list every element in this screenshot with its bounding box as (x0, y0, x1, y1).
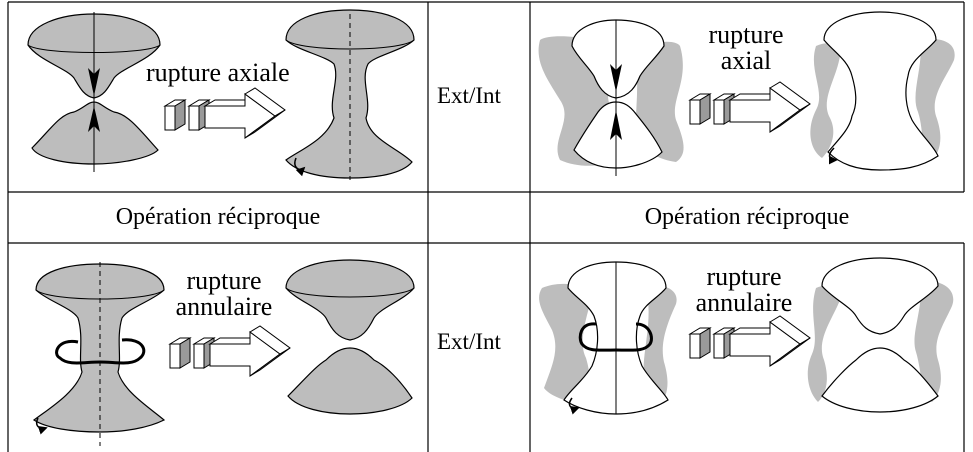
operation-label-line1: rupture (708, 20, 784, 49)
table-grid (7, 1, 965, 452)
exterior-right-blob (915, 38, 955, 160)
orientation-arrow-icon (294, 157, 306, 177)
transform-arrow-icon (688, 315, 811, 367)
interior-upper-shape (821, 257, 939, 335)
orientation-arrow-icon (568, 397, 580, 415)
orientation-arrow-icon (35, 417, 48, 435)
operation-label: rupture axiale (146, 58, 290, 87)
reciprocal-operation-label: Opération réciproque (115, 204, 321, 230)
ext-int-label: Ext/Int (437, 83, 501, 108)
connected-shape (32, 263, 166, 433)
exterior-right-blob (914, 281, 954, 402)
interior-connected-shape (823, 11, 939, 171)
panel-top-left (27, 9, 415, 180)
panel-bottom-left (32, 259, 415, 446)
connected-shape (285, 9, 415, 180)
operation-label-line2: axial (720, 46, 772, 75)
exterior-left-blob (807, 285, 841, 402)
operation-label-line2: annulaire (175, 292, 273, 321)
panel-top-right (538, 11, 955, 176)
arrow-down-icon (610, 64, 622, 92)
operation-label-line1: rupture (706, 262, 782, 291)
orientation-arrow-icon (828, 147, 838, 165)
interior-lower-shape (821, 347, 939, 413)
ext-int-label: Ext/Int (437, 329, 501, 354)
transform-arrow-icon (688, 81, 811, 133)
transform-arrow-icon (168, 325, 291, 377)
arrow-up-icon (610, 110, 622, 140)
arrow-down-icon (88, 68, 100, 96)
reciprocal-operation-label: Opération réciproque (644, 204, 850, 230)
exterior-left-blob (810, 43, 840, 159)
panel-bottom-right (539, 257, 954, 415)
ring-icon (55, 338, 146, 365)
exterior-left-blob (539, 283, 592, 404)
operation-label-line1: rupture (186, 266, 262, 295)
split-upper-shape (285, 259, 415, 341)
arrow-up-icon (88, 106, 100, 132)
exterior-right-blob (643, 285, 677, 404)
transform-arrow-icon (163, 87, 286, 139)
operation-label-line2: annulaire (695, 288, 793, 317)
split-lower-shape (287, 347, 413, 415)
ring-icon (578, 322, 653, 352)
